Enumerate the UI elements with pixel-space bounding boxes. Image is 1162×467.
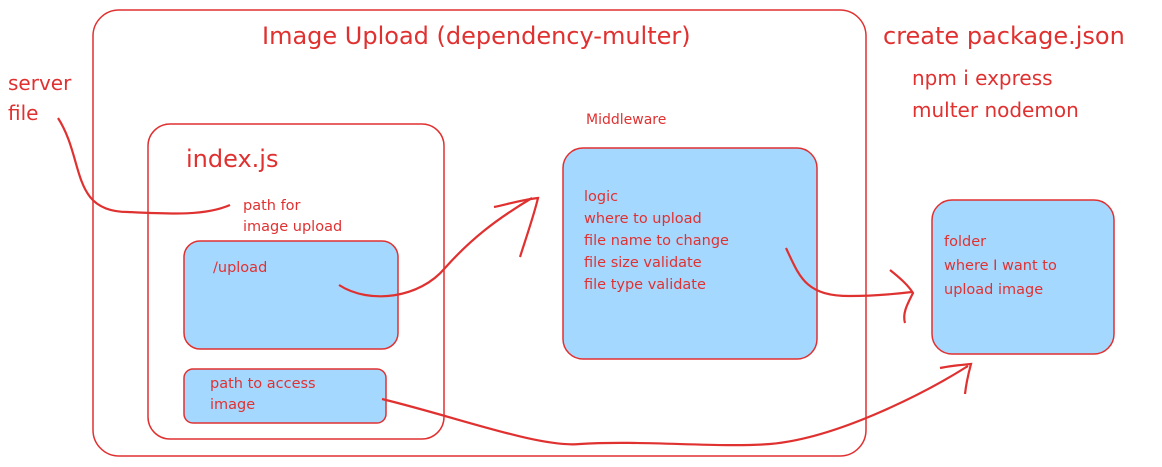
server-file-line: file [8,101,39,125]
middleware-step: where to upload [584,211,702,227]
path-for-upload-label: path for image upload [243,196,342,238]
upload-route-label: /upload [213,260,268,276]
middleware-step: logic [584,189,619,205]
path-for-upload-line: image upload [243,219,343,235]
setup-install-line: multer nodemon [912,98,1079,122]
access-route-line: path to access [210,376,316,392]
index-js-title: index.js [186,145,279,173]
setup-install-label: npm i express multer nodemon [912,62,1079,126]
folder-label: folder where I want to upload image [944,230,1057,302]
access-to-folder-arrow [381,365,969,447]
access-route-box [183,368,387,424]
upload-to-middleware-arrow [338,197,533,298]
middleware-to-folder-arrowhead [889,269,915,324]
folder-box [931,199,1115,355]
index-js-box [147,123,445,440]
folder-line: upload image [944,282,1044,298]
access-route-line: image [210,397,256,413]
outer-container [92,9,867,457]
middleware-step: file size validate [584,255,702,271]
setup-install-line: npm i express [912,66,1053,90]
folder-line: where I want to [944,258,1057,274]
middleware-steps: logic where to upload file name to chang… [584,186,729,296]
server-file-line: server [8,71,72,95]
setup-create-label: create package.json [883,22,1125,50]
diagram-title: Image Upload (dependency-multer) [262,22,691,50]
middleware-box [562,147,818,360]
middleware-step: file type validate [584,277,706,293]
server-file-connector [57,117,231,215]
access-route-label: path to access image [210,374,316,416]
middleware-to-folder-arrow [785,247,913,298]
upload-to-middleware-arrowhead [493,196,540,258]
path-for-upload-line: path for [243,198,301,214]
middleware-title: Middleware [586,112,667,128]
folder-line: folder [944,234,987,250]
access-to-folder-arrowhead [939,362,973,395]
middleware-step: file name to change [584,233,729,249]
server-file-label: server file [8,68,71,128]
